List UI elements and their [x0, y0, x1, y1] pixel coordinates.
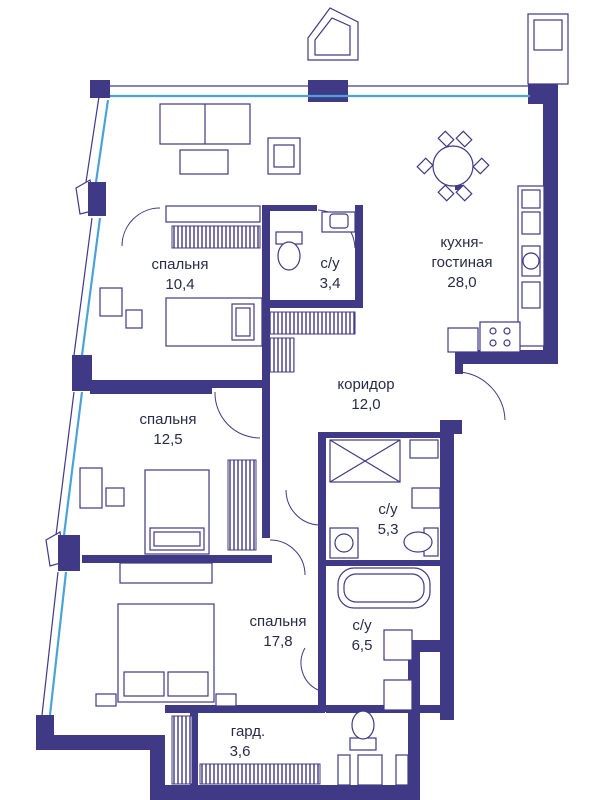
bathroom-1-area: 3,4 [320, 275, 341, 292]
corridor-name: коридор [337, 376, 394, 393]
living-furniture [159, 103, 545, 353]
bedroom-3-area: 17,8 [263, 633, 292, 650]
bedroom-1-area: 10,4 [165, 276, 194, 293]
corridor-area: 12,0 [351, 396, 380, 413]
bathroom-2-area: 5,3 [378, 521, 399, 538]
kitchen-area: 28,0 [447, 274, 476, 291]
room-labels: спальня 10,4 с/у 3,4 кухня- гостиная 28,… [140, 234, 493, 760]
bathroom-1-name: с/у [320, 255, 340, 272]
glazing [41, 85, 530, 716]
interior-walls [82, 185, 463, 785]
bathroom-3-area: 6,5 [352, 637, 373, 654]
bathroom-2-name: с/у [378, 501, 398, 518]
bedroom-2-furniture [79, 459, 257, 584]
bathroom-3-fixtures [337, 567, 431, 786]
bedroom-1-name: спальня [152, 256, 209, 273]
bathroom-2-fixtures [329, 439, 441, 559]
wardrobe-area: 3,6 [230, 743, 251, 760]
doors [121, 207, 506, 691]
bedroom-3-name: спальня [250, 613, 307, 630]
outer-walls [36, 80, 558, 800]
kitchen-name-line-1: кухня- [440, 234, 483, 251]
bathroom-1-fixtures [275, 211, 356, 271]
balcony-structure [307, 7, 569, 85]
bedroom-3-furniture [95, 603, 321, 785]
bedroom-2-area: 12,5 [153, 431, 182, 448]
bedroom-2-name: спальня [140, 411, 197, 428]
wardrobe-name: гард. [231, 723, 265, 740]
bathroom-3-name: с/у [352, 617, 372, 634]
bedroom-1-furniture [99, 205, 356, 373]
kitchen-name-line-2: гостиная [432, 254, 493, 271]
